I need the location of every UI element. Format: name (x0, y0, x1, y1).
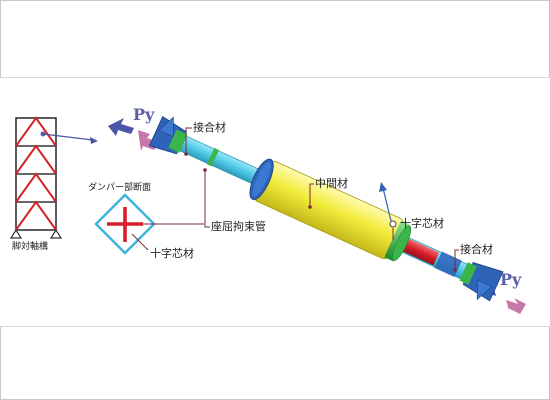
frame-label: 脚対軸構 (12, 242, 49, 252)
braced-frame-icon (9, 116, 63, 239)
leader-lines (131, 127, 459, 272)
cross-core-label: 十字芯材 (400, 217, 444, 230)
section-title: ダンパー部断面 (88, 183, 152, 193)
middle-member-label: 中間材 (315, 177, 348, 190)
joint-top-label: 接合材 (193, 121, 226, 134)
section-diamond-icon (94, 193, 156, 255)
joint-plate-right (434, 251, 504, 302)
joint-plate-left (148, 116, 188, 155)
cross-core-section-label: 十字芯材 (150, 247, 194, 260)
force-py-right: Py (500, 270, 522, 289)
restraint-tube-label: 座屈拘束管 (211, 220, 266, 233)
frame-pointer-arrow (42, 133, 98, 144)
force-py-left: Py (133, 105, 155, 124)
damper-body (148, 116, 504, 302)
cross-core-pointer (379, 182, 397, 240)
joint-bottom-label: 接合材 (460, 243, 493, 256)
